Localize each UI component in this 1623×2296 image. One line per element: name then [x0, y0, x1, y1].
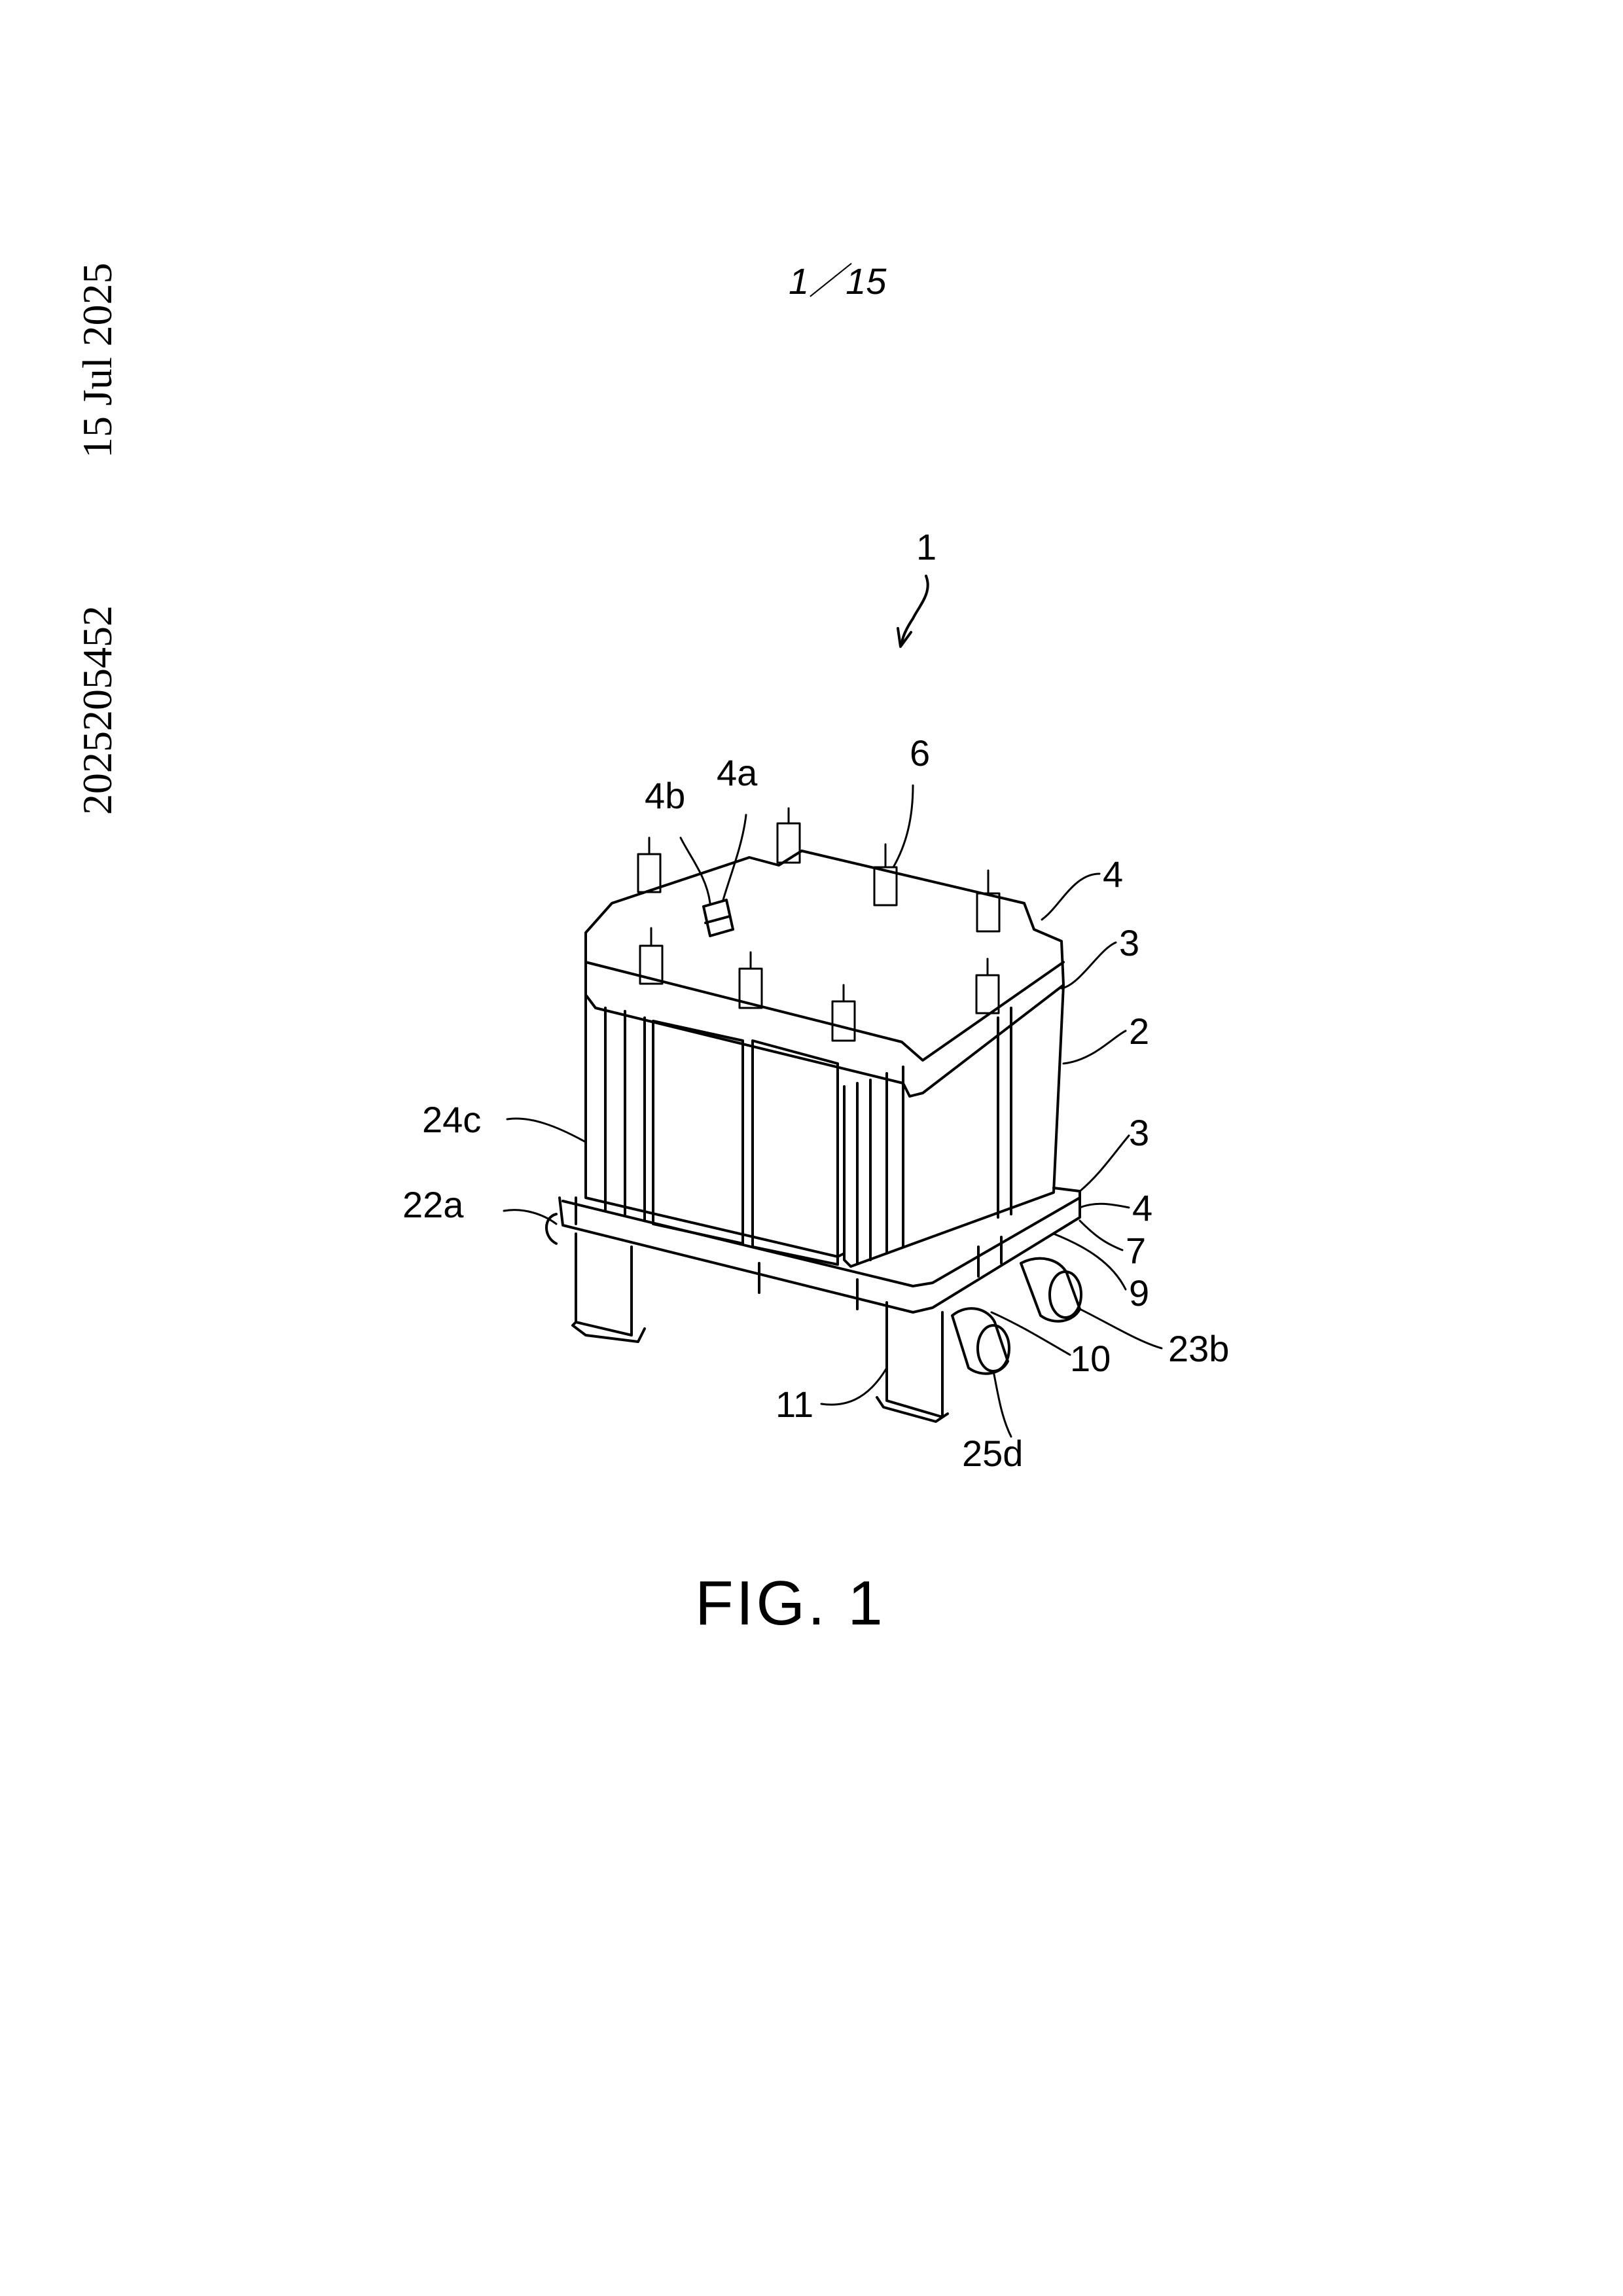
label-11: 11	[776, 1384, 813, 1425]
outlet-pipe-lower	[952, 1308, 1008, 1374]
figure-caption: FIG. 1	[695, 1568, 885, 1640]
label-3-top: 3	[1119, 922, 1139, 963]
label-25d: 25d	[962, 1433, 1023, 1474]
label-1: 1	[916, 526, 936, 567]
front-leg	[887, 1302, 942, 1417]
label-4a: 4a	[717, 752, 758, 793]
label-9: 9	[1129, 1272, 1149, 1314]
label-10: 10	[1070, 1338, 1111, 1379]
label-3-bottom: 3	[1129, 1112, 1149, 1153]
label-23b: 23b	[1168, 1328, 1229, 1369]
main-ref-arrow	[902, 576, 928, 645]
label-24c: 24c	[422, 1099, 481, 1140]
label-2: 2	[1129, 1011, 1149, 1052]
label-6: 6	[910, 732, 930, 774]
label-4-bottom: 4	[1132, 1187, 1152, 1229]
label-22a: 22a	[402, 1184, 464, 1225]
label-4b: 4b	[645, 775, 685, 816]
label-4-top: 4	[1103, 853, 1123, 895]
left-leg	[576, 1234, 632, 1335]
terminal-studs	[638, 808, 999, 1041]
label-7: 7	[1126, 1230, 1146, 1271]
